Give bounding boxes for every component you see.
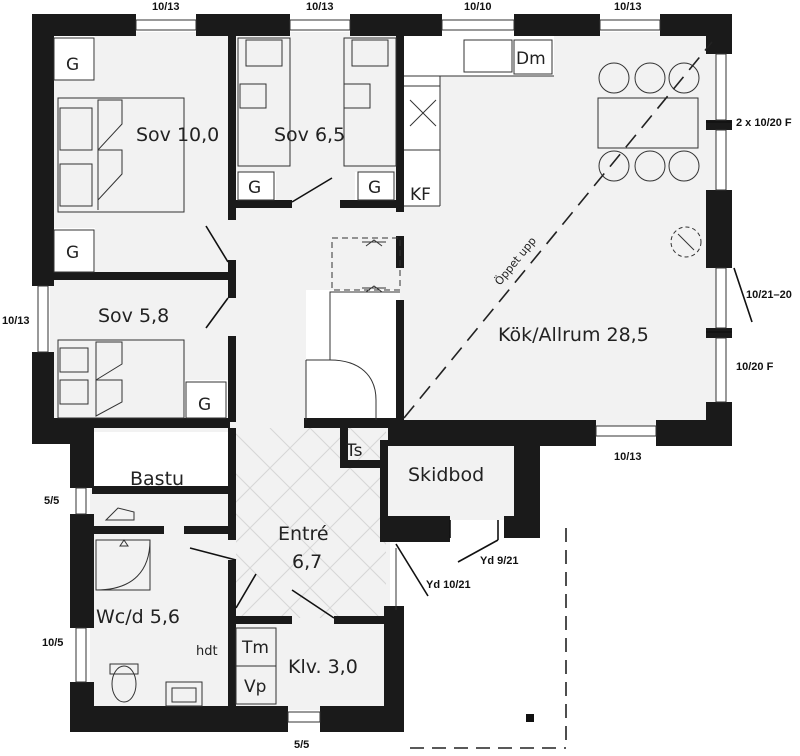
dim-yd-1: Yd 10/21 (426, 579, 471, 591)
room-kok-allrum: Kök/Allrum 28,5 (498, 324, 649, 346)
open-ceiling-line (403, 41, 713, 419)
dimension-leaders (706, 121, 753, 333)
dim-right-2: 10/21–20 (746, 289, 792, 301)
bunk-bed (57, 339, 185, 419)
stove-icon (670, 226, 702, 258)
closet-label-g2: G (66, 243, 79, 263)
door-swings (189, 177, 499, 619)
room-sov-5-8: Sov 5,8 (98, 305, 169, 327)
closet-frames (53, 37, 395, 419)
floor-areas (50, 32, 720, 710)
dim-top-3: 10/10 (464, 1, 492, 13)
bed-single-right (343, 37, 397, 167)
dim-top-1: 10/13 (152, 1, 180, 13)
room-entre: Entré (278, 523, 329, 545)
room-skidbod: Skidbod (408, 464, 484, 486)
dim-left-1: 10/13 (2, 315, 30, 327)
interior-walls (50, 32, 404, 710)
dim-kitchen-bottom: 10/13 (614, 451, 642, 463)
tm-vp-box (235, 627, 277, 705)
room-entre-area: 6,7 (292, 551, 322, 573)
dining-table (597, 62, 700, 182)
dishwasher-label: Dm (516, 49, 546, 69)
windows (37, 19, 727, 723)
exterior-walls (32, 14, 732, 732)
dim-yd-2: Yd 9/21 (480, 555, 519, 567)
dim-top-4: 10/13 (614, 1, 642, 13)
dim-right-1: 2 x 10/20 F (736, 117, 792, 129)
dim-top-2: 10/13 (306, 1, 334, 13)
bed-double (57, 97, 185, 213)
room-klv: Klv. 3,0 (288, 656, 358, 678)
closet-label-g4: G (368, 178, 381, 198)
tm-label: Tm (241, 638, 269, 658)
deck-outline (410, 528, 567, 749)
bed-single-left (237, 37, 291, 167)
vp-label: Vp (244, 677, 266, 697)
ts-label: Ts (345, 441, 363, 461)
stairs (305, 237, 401, 420)
room-wcd: Wc/d 5,6 (96, 606, 180, 628)
dim-bottom: 5/5 (294, 739, 309, 751)
yd-2-leader (457, 539, 499, 563)
room-sov-10: Sov 10,0 (136, 124, 219, 146)
room-bastu: Bastu (130, 468, 184, 490)
hdt-label: hdt (196, 644, 218, 659)
dim-left-3: 10/5 (42, 637, 63, 649)
fridge-freezer-label: KF (410, 185, 431, 205)
dim-left-2: 5/5 (44, 495, 59, 507)
kitchen-counter (404, 39, 554, 207)
closet-label-g5: G (198, 395, 211, 415)
room-sov-6-5: Sov 6,5 (274, 124, 345, 146)
dim-right-3: 10/20 F (736, 361, 774, 373)
closet-label-g1: G (66, 55, 79, 75)
bathroom-fixtures (95, 507, 203, 707)
closet-label-g3: G (248, 178, 261, 198)
